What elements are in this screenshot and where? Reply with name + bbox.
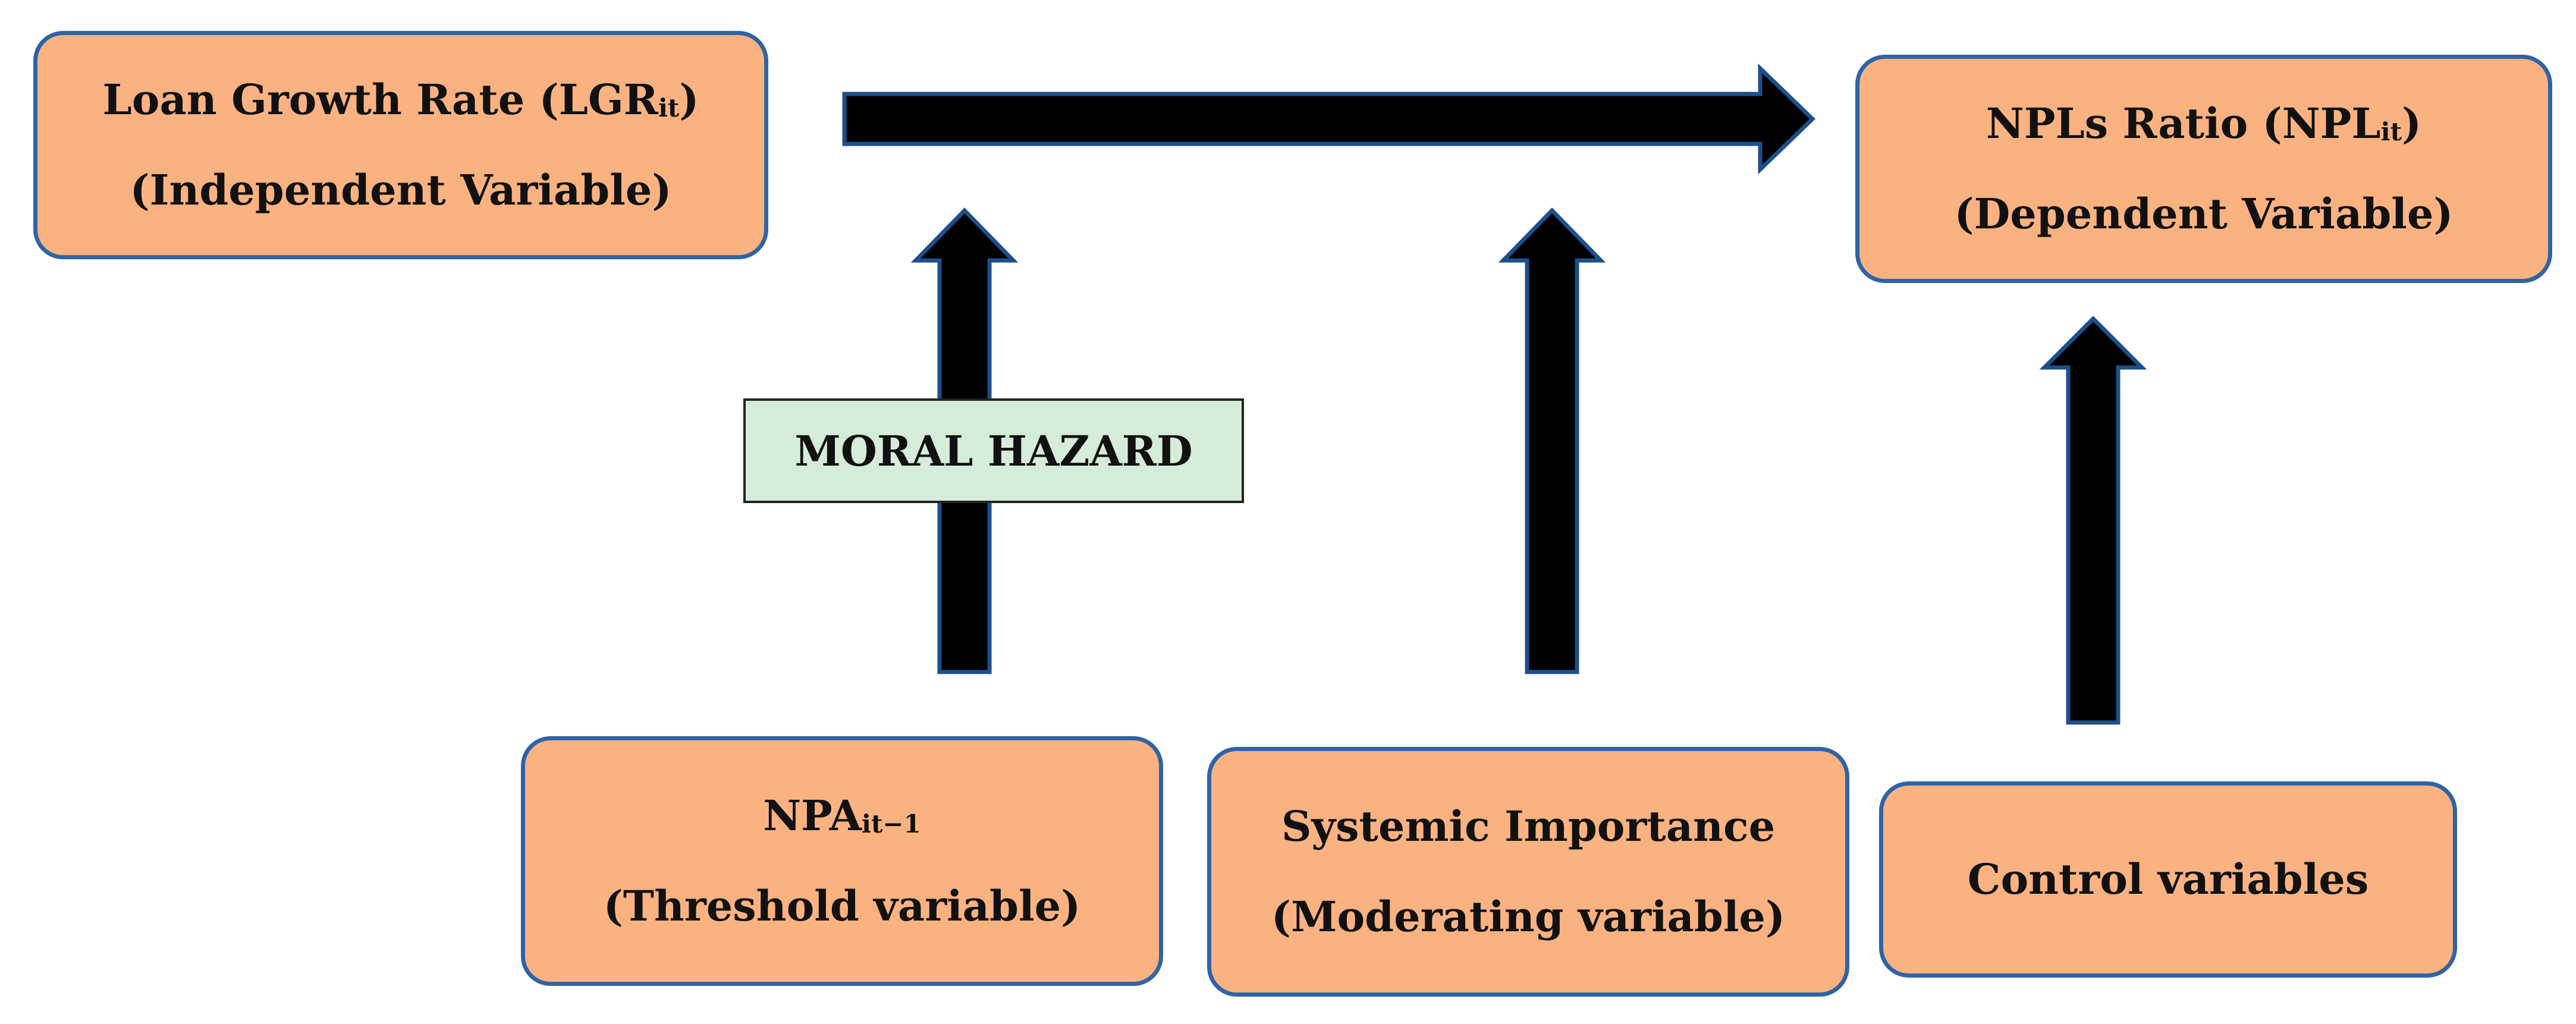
moral-hazard-label: MORAL HAZARD [743,398,1244,503]
control-variables-title: Control variables [1967,855,2369,904]
moderating-variable-role: (Moderating variable) [1271,892,1786,941]
moderating-variable-title: Systemic Importance [1281,802,1776,851]
control-effect-arrow [2039,316,2147,725]
independent-variable-role: (Independent Variable) [130,165,672,215]
moderating-variable-box: Systemic Importance (Moderating variable… [1207,747,1849,997]
threshold-variable-title: NPAit−1 [763,791,921,840]
control-variables-box: Control variables [1879,781,2457,978]
dependent-variable-title: NPLs Ratio (NPLit) [1986,99,2422,148]
moderating-effect-arrow [1498,207,1606,674]
independent-variable-box: Loan Growth Rate (LGRit) (Independent Va… [33,31,768,259]
dependent-variable-box: NPLs Ratio (NPLit) (Dependent Variable) [1855,55,2552,283]
moral-hazard-text: MORAL HAZARD [794,426,1193,476]
main-effect-arrow [842,63,1816,175]
dependent-variable-role: (Dependent Variable) [1954,189,2454,238]
threshold-variable-role: (Threshold variable) [603,881,1081,931]
independent-variable-title: Loan Growth Rate (LGRit) [102,75,699,124]
threshold-variable-box: NPAit−1 (Threshold variable) [521,736,1163,986]
